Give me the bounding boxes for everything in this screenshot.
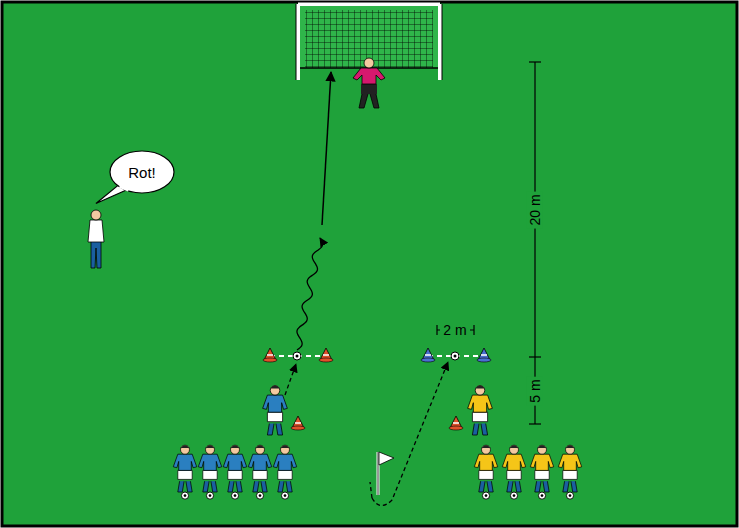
speech-bubble: Rot!	[110, 151, 174, 193]
corner-flag	[378, 452, 394, 495]
dribble-arrow	[297, 238, 323, 350]
player	[558, 445, 581, 499]
cone	[449, 416, 463, 430]
player	[223, 445, 246, 499]
shot-arrow	[322, 72, 331, 225]
player	[198, 445, 221, 499]
run-path	[370, 482, 372, 498]
player	[530, 445, 553, 499]
ball	[293, 352, 301, 360]
dimension-label: 2 m	[440, 322, 469, 338]
player	[248, 445, 271, 499]
cone	[421, 348, 435, 362]
cone	[291, 416, 305, 430]
ball	[451, 352, 459, 360]
run-arrow	[372, 362, 448, 506]
coach	[88, 210, 104, 268]
gate-line	[428, 355, 484, 357]
dimension-label: 5 m	[527, 376, 543, 405]
player	[474, 445, 497, 499]
cone	[477, 348, 491, 362]
dimension-label: 20 m	[527, 191, 543, 228]
player	[502, 445, 525, 499]
dimension-line	[437, 62, 541, 424]
gate-line	[270, 355, 326, 357]
player	[263, 386, 288, 435]
player	[173, 445, 196, 499]
cone	[263, 348, 277, 362]
goal	[296, 2, 442, 80]
cone	[319, 348, 333, 362]
player	[468, 386, 493, 435]
player	[273, 445, 296, 499]
shout-text: Rot!	[128, 164, 156, 181]
goalkeeper	[353, 58, 385, 108]
run-arrow	[285, 364, 296, 395]
